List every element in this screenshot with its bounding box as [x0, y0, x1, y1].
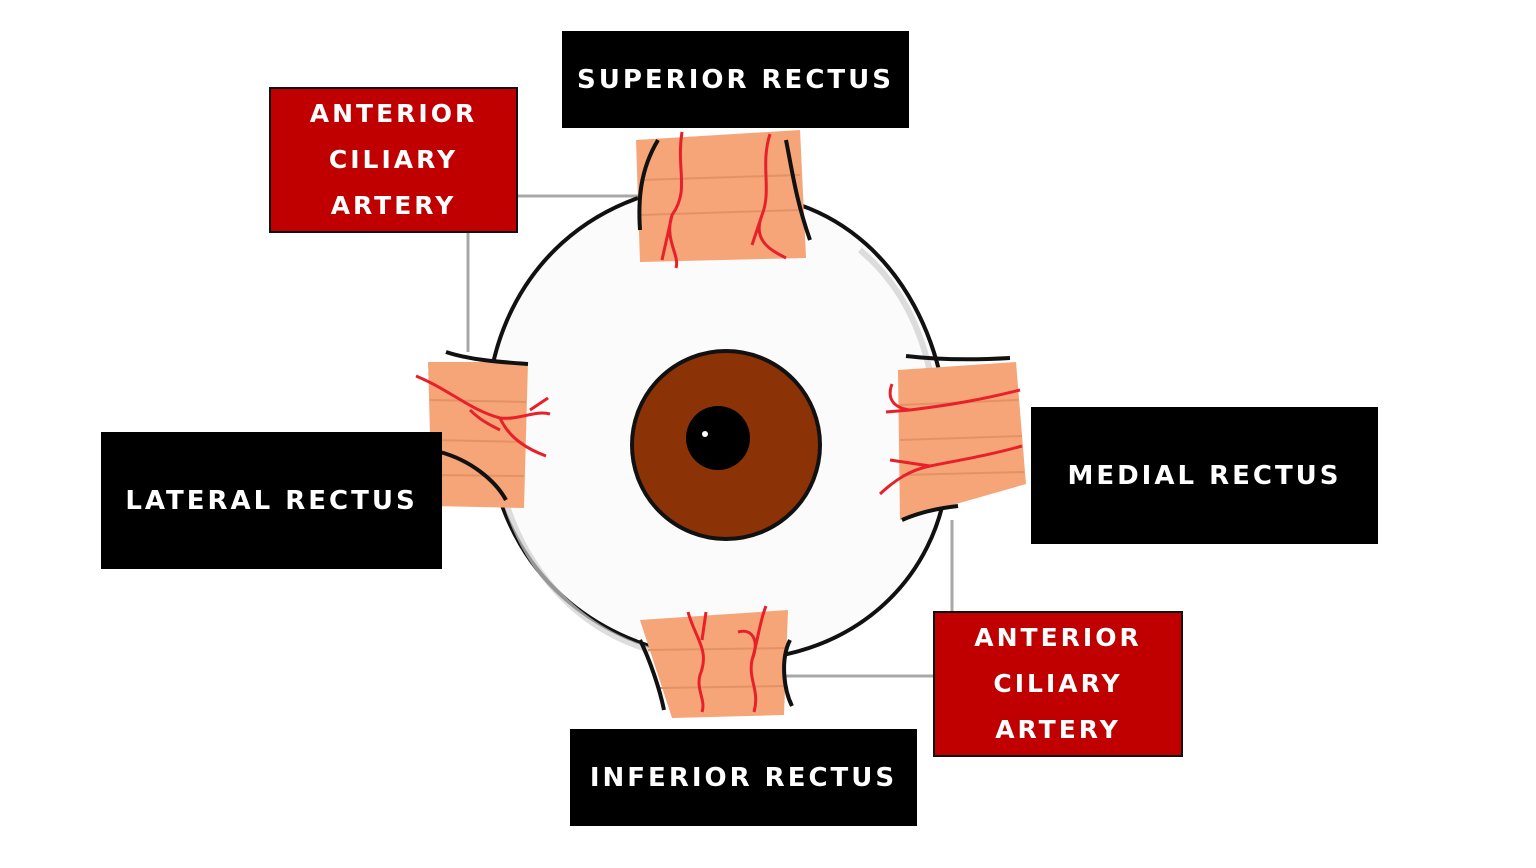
superior-rectus-muscle	[636, 130, 812, 269]
superior-vessels	[660, 131, 787, 269]
pupil	[686, 406, 750, 470]
artery-top-line-3: ARTERY	[330, 191, 457, 220]
anterior-ciliary-artery-label-top: ANTERIOR CILIARY ARTERY	[269, 87, 518, 233]
inferior-rectus-label: INFERIOR RECTUS	[570, 729, 917, 826]
iris	[630, 349, 822, 541]
anterior-ciliary-artery-label-bottom: ANTERIOR CILIARY ARTERY	[933, 611, 1183, 757]
sclera-shading	[497, 479, 651, 653]
artery-bottom-line-2: CILIARY	[993, 669, 1123, 698]
inferior-vessels	[686, 605, 768, 713]
artery-bottom-line-3: ARTERY	[995, 715, 1121, 744]
medial-rectus-label: MEDIAL RECTUS	[1031, 407, 1378, 544]
inferior-rectus-muscle	[638, 605, 794, 718]
lateral-rectus-label: LATERAL RECTUS	[101, 432, 442, 569]
medial-vessels	[878, 383, 1023, 496]
artery-bottom-line-1: ANTERIOR	[974, 623, 1142, 652]
artery-top-line-2: CILIARY	[328, 145, 459, 174]
medial-rectus-muscle	[878, 354, 1026, 522]
pupil-highlight	[702, 431, 708, 437]
lateral-rectus-muscle	[415, 350, 551, 508]
artery-top-line-1: ANTERIOR	[309, 99, 478, 128]
lateral-vessels	[415, 374, 551, 458]
leader-line-bottom	[780, 520, 954, 678]
superior-rectus-label: SUPERIOR RECTUS	[562, 31, 909, 128]
